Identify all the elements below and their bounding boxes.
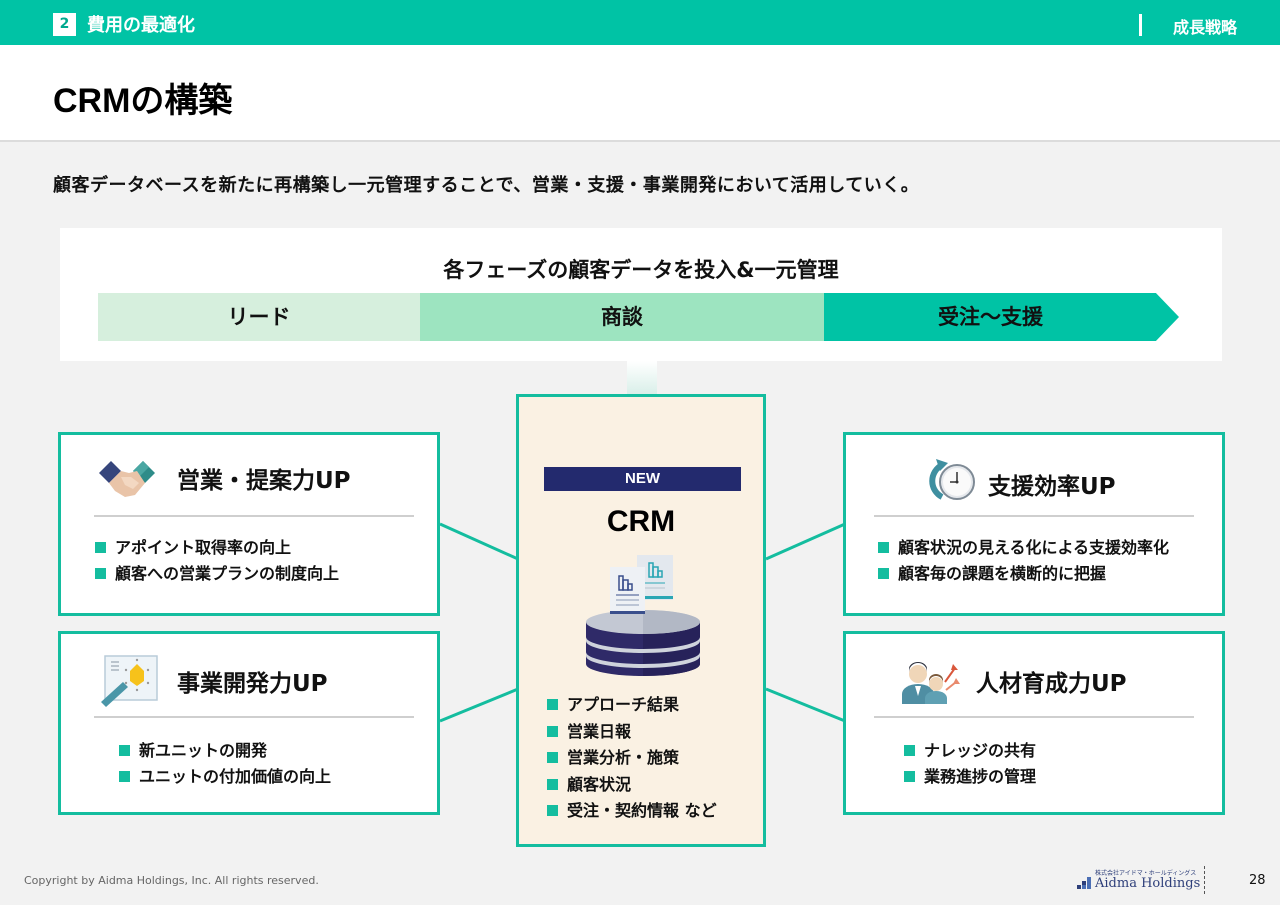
bullet-icon — [547, 805, 558, 816]
category-label: 成長戦略 — [1173, 18, 1238, 37]
chart-board-icon — [101, 655, 158, 707]
connector-line — [765, 687, 846, 723]
connector-line — [765, 522, 846, 561]
phase-order-support: 受注～支援 — [824, 293, 1179, 341]
card-talent-development: 人材育成力UP ナレッジの共有 業務進捗の管理 — [843, 631, 1225, 815]
divider — [94, 515, 414, 517]
list-item: ユニットの付加価値の向上 — [119, 764, 331, 790]
list-item: アプローチ結果 — [547, 692, 717, 719]
list-item: 顧客状況 — [547, 772, 717, 799]
clock-icon — [929, 459, 975, 500]
divider — [874, 515, 1194, 517]
list-item: 新ユニットの開発 — [119, 738, 331, 764]
bullet-icon — [119, 771, 130, 782]
logo-mark-icon — [1077, 877, 1091, 889]
card-title: 営業・提案力UP — [177, 468, 351, 494]
divider — [1204, 866, 1205, 894]
list-item: 営業分析・施策 — [547, 745, 717, 772]
list-item: 顧客への営業プランの制度向上 — [95, 561, 339, 587]
page-title: CRMの構築 — [53, 82, 233, 120]
logo-subtitle: 株式会社アイドマ・ホールディングス — [1095, 870, 1197, 877]
people-growth-icon — [902, 662, 960, 704]
crm-box: NEW CRM アプローチ結果 営業日報 営業分析・施 — [516, 394, 766, 847]
list-item: アポイント取得率の向上 — [95, 535, 339, 561]
bullet-icon — [904, 771, 915, 782]
bullet-icon — [547, 699, 558, 710]
bullet-icon — [547, 778, 558, 790]
phase-title: 各フェーズの顧客データを投入&一元管理 — [443, 258, 839, 282]
handshake-icon — [99, 461, 155, 497]
phase-panel: 各フェーズの顧客データを投入&一元管理 リード 商談 受注～支援 — [60, 228, 1222, 361]
bullet-icon — [904, 745, 915, 756]
page-header: CRMの構築 — [0, 45, 1280, 142]
bullet-icon — [119, 745, 130, 756]
bullet-icon — [547, 752, 558, 763]
connector-line — [439, 687, 519, 723]
card-list: 新ユニットの開発 ユニットの付加価値の向上 — [119, 738, 331, 790]
card-sales-proposal: 営業・提案力UP アポイント取得率の向上 顧客への営業プランの制度向上 — [58, 432, 440, 616]
card-list: アポイント取得率の向上 顧客への営業プランの制度向上 — [95, 535, 339, 587]
logo-text: Aidma Holdings — [1095, 876, 1201, 891]
phase-negotiation: 商談 — [420, 293, 824, 341]
section-title: 費用の最適化 — [87, 15, 195, 36]
bullet-icon — [95, 542, 106, 553]
card-title: 人材育成力UP — [976, 671, 1127, 697]
divider — [94, 716, 414, 718]
phase-order-support-label: 受注～支援 — [938, 305, 1043, 329]
new-badge: NEW — [544, 467, 741, 491]
card-title: 支援効率UP — [988, 474, 1116, 500]
page-number: 28 — [1249, 873, 1266, 888]
list-item: ナレッジの共有 — [904, 738, 1036, 764]
card-business-development: 事業開発力UP 新ユニットの開発 ユニットの付加価値の向上 — [58, 631, 440, 815]
bullet-icon — [878, 568, 889, 579]
card-support-efficiency: 支援効率UP 顧客状況の見える化による支援効率化 顧客毎の課題を横断的に把握 — [843, 432, 1225, 616]
section-header-bar: 2 費用の最適化 成長戦略 — [0, 0, 1280, 45]
divider — [874, 716, 1194, 718]
bullet-icon — [878, 542, 889, 553]
list-item: 顧客毎の課題を横断的に把握 — [878, 561, 1169, 587]
list-item: 業務進捗の管理 — [904, 764, 1036, 790]
lead-text: 顧客データベースを新たに再構築し一元管理することで、営業・支援・事業開発において… — [53, 175, 920, 196]
card-list: 顧客状況の見える化による支援効率化 顧客毎の課題を横断的に把握 — [878, 535, 1169, 587]
card-list: ナレッジの共有 業務進捗の管理 — [904, 738, 1036, 790]
section-number: 2 — [53, 13, 76, 36]
bullet-icon — [547, 725, 558, 737]
copyright: Copyright by Aidma Holdings, Inc. All ri… — [24, 874, 319, 887]
list-item: 営業日報 — [547, 719, 717, 746]
database-icon — [586, 555, 700, 676]
company-logo: 株式会社アイドマ・ホールディングス Aidma Holdings — [1077, 868, 1200, 894]
divider — [1139, 14, 1142, 36]
bullet-icon — [95, 568, 106, 579]
card-title: 事業開発力UP — [177, 671, 328, 697]
list-item: 顧客状況の見える化による支援効率化 — [878, 535, 1169, 561]
phase-lead: リード — [98, 293, 420, 341]
crm-data-list: アプローチ結果 営業日報 営業分析・施策 顧客状況 受注・契約情報 など — [547, 692, 717, 825]
connector-line — [439, 522, 519, 561]
list-item: 受注・契約情報 など — [547, 798, 717, 825]
crm-title: CRM — [606, 505, 676, 538]
